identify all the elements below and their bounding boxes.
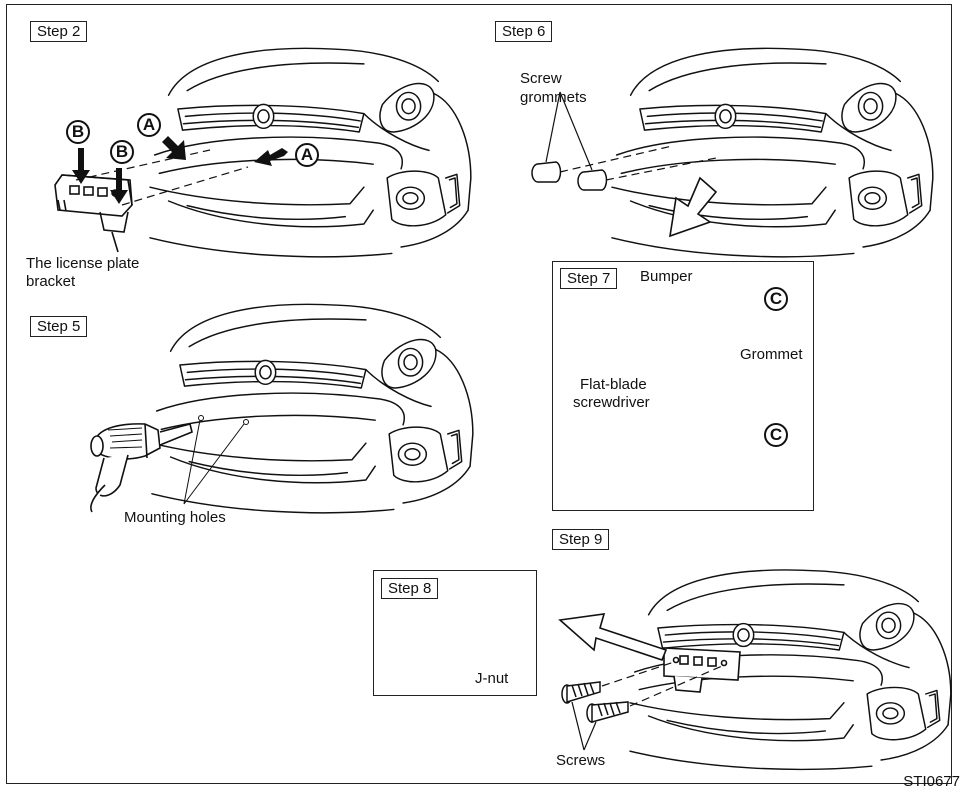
bumper-label: Bumper	[640, 268, 693, 285]
car-illustration-step6	[532, 48, 933, 256]
callout-a: A	[137, 113, 161, 137]
car-illustration-step5	[91, 304, 473, 512]
callout-b: B	[110, 140, 134, 164]
j-nut-label: J-nut	[475, 670, 508, 687]
mounting-holes-label: Mounting holes	[124, 509, 226, 526]
step6-label: Step 6	[495, 21, 552, 42]
callout-b: B	[66, 120, 90, 144]
grommet-label: Grommet	[740, 346, 803, 363]
figure-code: STI0677	[903, 773, 960, 790]
step5-label: Step 5	[30, 316, 87, 337]
callout-c: C	[764, 287, 788, 311]
screw-grommets-label-line2: grommets	[520, 89, 587, 106]
callout-a: A	[295, 143, 319, 167]
screws-label: Screws	[556, 752, 605, 769]
screw-grommets-label-line1: Screw	[520, 70, 562, 87]
step8-label: Step 8	[381, 578, 438, 599]
bracket-label-line2: bracket	[26, 273, 75, 290]
step9-label: Step 9	[552, 529, 609, 550]
screwdriver-label-line2: screwdriver	[573, 394, 650, 411]
screwdriver-label-line1: Flat-blade	[580, 376, 647, 393]
step2-label: Step 2	[30, 21, 87, 42]
car-illustration-step9	[560, 570, 951, 769]
step7-label: Step 7	[560, 268, 617, 289]
callout-c: C	[764, 423, 788, 447]
bracket-label-line1: The license plate	[26, 255, 139, 272]
